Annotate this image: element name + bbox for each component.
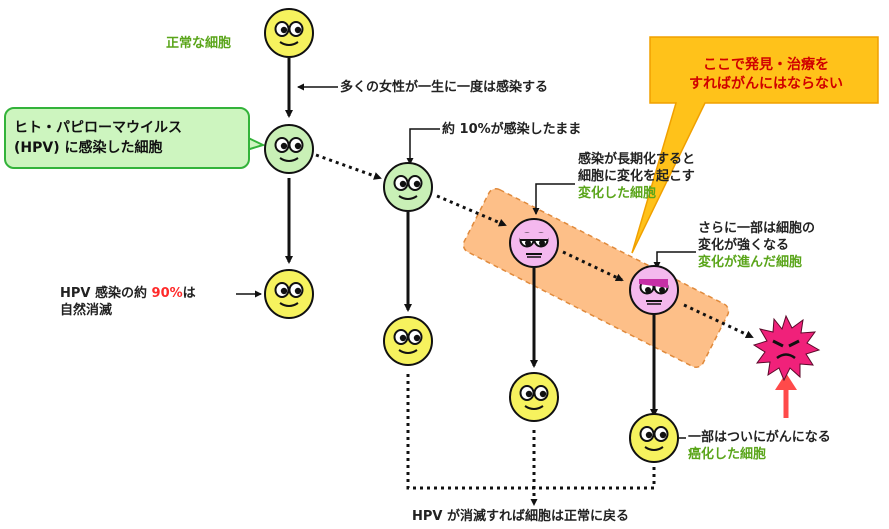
- stronger-line-2: 変化が強くなる: [698, 238, 790, 253]
- stronger-change-label: さらに一部は細胞の 変化が強くなる 変化が進んだ細胞: [698, 220, 815, 271]
- stronger-line-1: さらに一部は細胞の: [698, 221, 816, 236]
- treatment-line-1: ここで発見・治療を: [703, 57, 829, 73]
- treatment-line-2: すればがんにはならない: [689, 76, 843, 92]
- cancer-up-arrow-head: [775, 373, 797, 390]
- advanced-changed-cell: [629, 265, 679, 315]
- persistent-infected-cell: [383, 162, 433, 212]
- leader-stronger: [653, 251, 696, 269]
- remain-infected-label: 約 10%が感染したまま: [442, 122, 582, 137]
- normal-cell-top: [264, 8, 314, 58]
- most-women-infected-label: 多くの女性が一生に一度は感染する: [340, 80, 549, 95]
- arrow-persistent-to-changed: [436, 194, 507, 227]
- clearance-prefix: HPV 感染の約: [60, 286, 147, 301]
- cleared-normal-cell-1: [264, 269, 314, 319]
- cleared-normal-cell-4: [629, 413, 679, 463]
- leader-long-term: [532, 183, 575, 215]
- cancer-cell: [752, 314, 821, 382]
- clearance-suffix: は: [182, 286, 196, 301]
- changed-cell-label: 変化した細胞: [578, 186, 657, 201]
- treatment-callout-text: ここで発見・治療を すればがんにはならない: [660, 56, 872, 94]
- hpv-callout-line-2: (HPV) に感染した細胞: [14, 140, 163, 156]
- changed-cell: [509, 218, 559, 268]
- hpv-infected-cell: [264, 124, 314, 174]
- cancer-outcome-label: 一部はついにがんになる 癌化した細胞: [688, 429, 831, 463]
- long-term-line-2: 細胞に変化を起こす: [578, 169, 695, 184]
- cancer-cell-label: 癌化した細胞: [688, 447, 767, 462]
- hpv-infected-callout-text: ヒト・パピローマウイルス (HPV) に感染した細胞: [14, 118, 182, 158]
- leader-remain-infected: [406, 128, 440, 165]
- natural-clearance-label: HPV 感染の約 90%は 自然消滅: [60, 285, 196, 319]
- clearance-percent: 90%: [151, 286, 183, 301]
- some-cancer-text: 一部はついにがんになる: [688, 430, 831, 445]
- arrow-advanced-to-cancer: [683, 303, 754, 339]
- long-term-line-1: 感染が長期化すると: [578, 152, 696, 167]
- hpv-callout-line-1: ヒト・パピローマウイルス: [14, 120, 182, 136]
- cleared-normal-cell-3: [509, 372, 559, 422]
- advanced-cell-label: 変化が進んだ細胞: [698, 255, 803, 270]
- treatment-callout-bubble: [631, 36, 879, 254]
- clearance-line-1: HPV 感染の約 90%は: [60, 285, 196, 302]
- long-term-infection-label: 感染が長期化すると 細胞に変化を起こす 変化した細胞: [578, 151, 695, 202]
- arrow-infected-to-persistent: [315, 153, 382, 180]
- return-line-frame: [406, 374, 656, 490]
- treatment-window-band: [462, 187, 730, 369]
- return-normal-label: HPV が消滅すれば細胞は正常に戻る: [412, 509, 629, 524]
- cleared-normal-cell-2: [383, 316, 433, 366]
- normal-cell-label: 正常な細胞: [166, 36, 232, 51]
- clearance-line-2: 自然消滅: [60, 303, 113, 318]
- hpv-infected-callout: [4, 107, 250, 169]
